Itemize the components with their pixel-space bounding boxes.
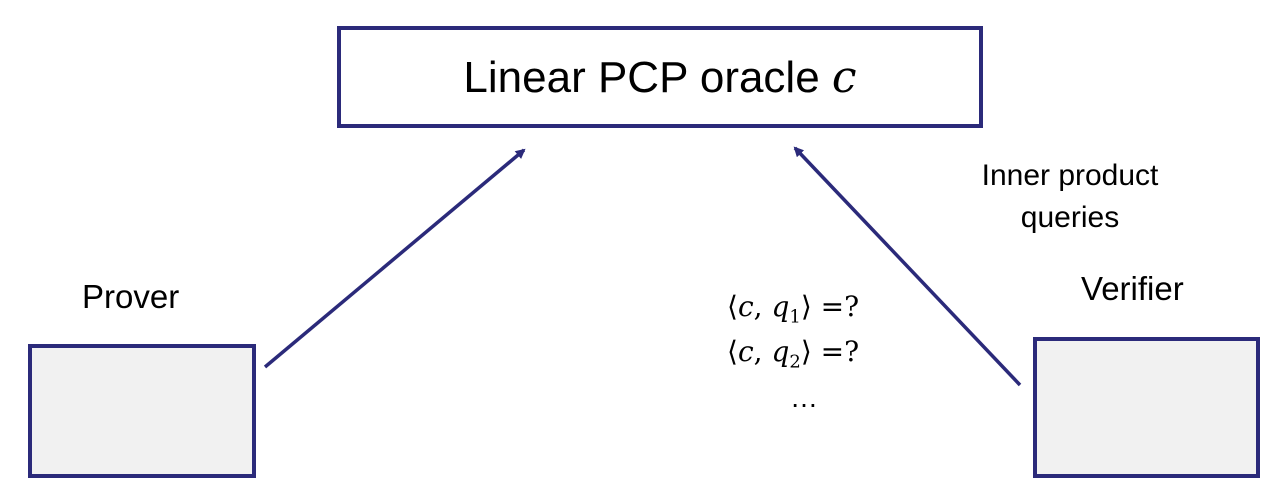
query-2-c: c bbox=[737, 335, 754, 368]
query-2-open: ⟨ bbox=[727, 335, 738, 368]
linear-pcp-oracle-box: Linear PCP oracle c bbox=[337, 26, 983, 128]
query-2-q: q bbox=[771, 335, 790, 368]
query-1-subscript: 1 bbox=[789, 306, 801, 328]
oracle-variable: c bbox=[831, 51, 857, 103]
query-2-close: ⟩ bbox=[800, 335, 812, 368]
query-2-comma: , bbox=[753, 335, 772, 368]
prover-box bbox=[28, 344, 256, 478]
query-1-comma: , bbox=[753, 290, 772, 323]
prover-to-oracle-arrow bbox=[263, 148, 526, 369]
verifier-label: Verifier bbox=[1081, 270, 1184, 307]
query-1-open: ⟨ bbox=[727, 290, 738, 323]
query-1: ⟨c, q1⟩ =? bbox=[727, 290, 859, 328]
query-2: ⟨c, q2⟩ =? bbox=[727, 335, 859, 373]
query-ellipsis: … bbox=[790, 382, 818, 413]
oracle-title-text: Linear PCP oracle bbox=[463, 52, 820, 102]
query-1-q: q bbox=[771, 290, 790, 323]
oracle-title: Linear PCP oracle c bbox=[463, 52, 856, 103]
query-2-subscript: 2 bbox=[789, 351, 801, 373]
verifier-box bbox=[1033, 337, 1260, 478]
query-1-close: ⟩ bbox=[800, 290, 812, 323]
query-2-rhs: =? bbox=[811, 335, 860, 368]
inner-product-queries-label: Inner product queries bbox=[981, 159, 1159, 234]
verifier-to-oracle-arrow bbox=[793, 146, 1022, 387]
prover-label: Prover bbox=[82, 278, 180, 315]
query-1-rhs: =? bbox=[811, 290, 860, 323]
query-1-c: c bbox=[737, 290, 754, 323]
